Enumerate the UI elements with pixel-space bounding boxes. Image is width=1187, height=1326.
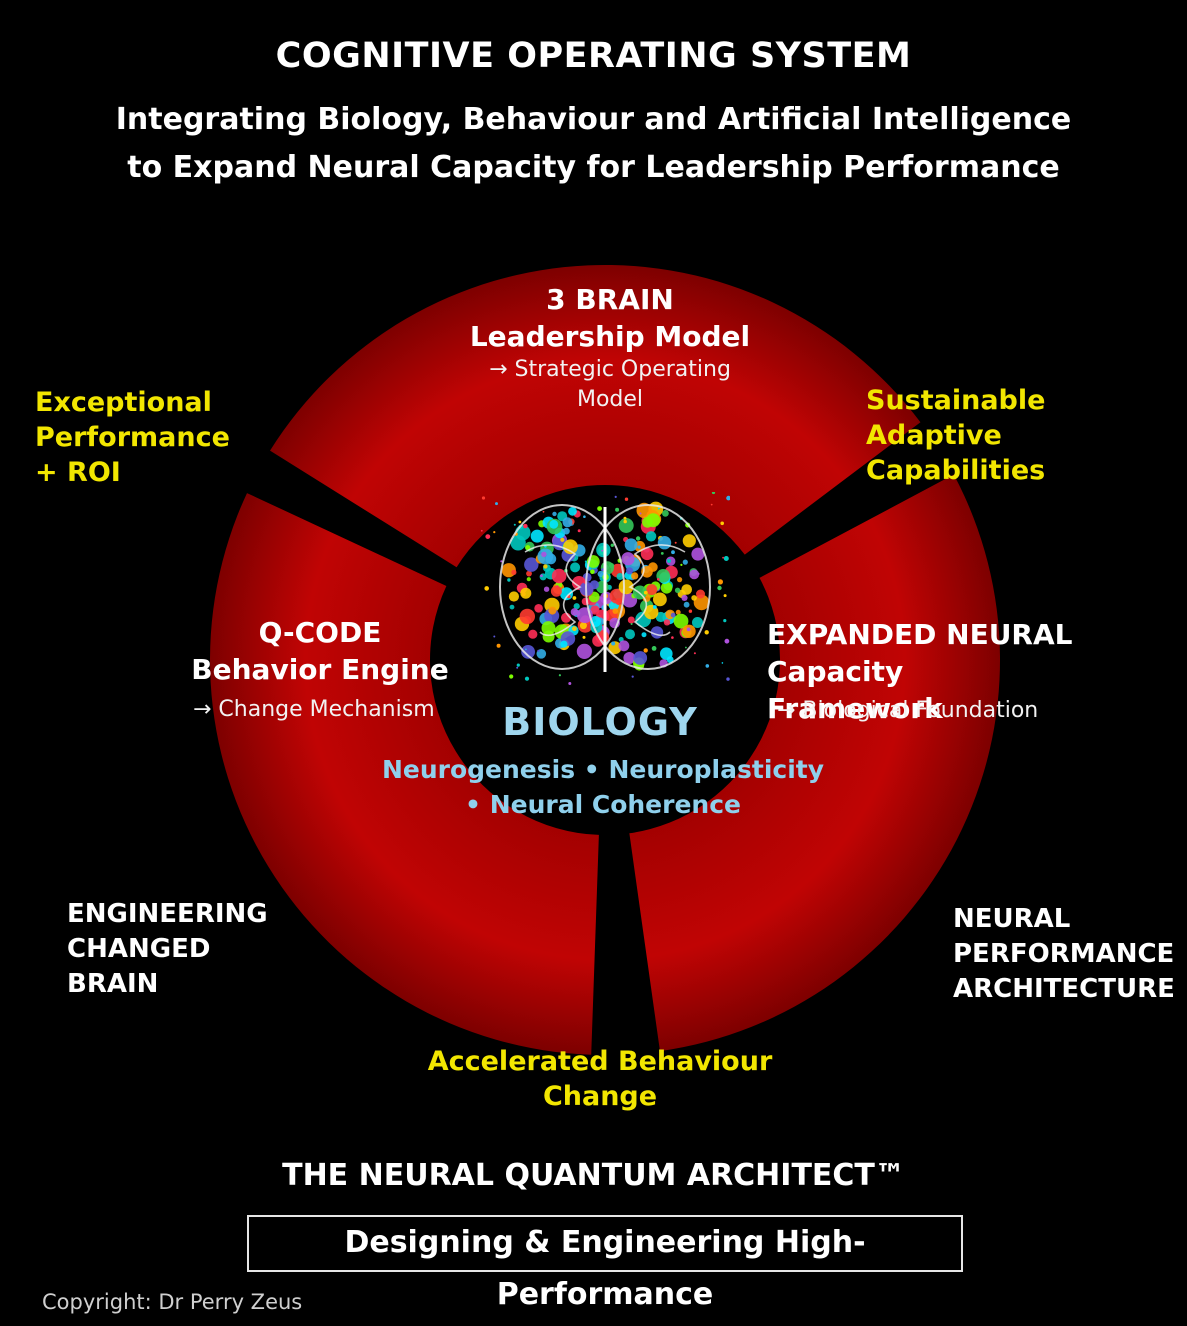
segment-right-title-line-2: Capacity Framework [767,655,943,725]
biology-subtitle: Neurogenesis • Neuroplasticity • Neural … [380,752,826,822]
ring-segment-left [210,493,599,1055]
outcome-top-right-line-1: Sustainable Adaptive [866,385,1046,451]
subtitle-line-2: to Expand Neural Capacity for Leadership… [127,150,1060,185]
outcome-bottom-line-1: Accelerated Behaviour [427,1046,773,1077]
segment-left-title-line-1: Q-CODE [258,616,382,649]
side-label-left-line-2: CHANGED [67,934,211,964]
ring-segments [210,265,1001,1055]
outcome-top-left-line-2: + ROI [35,457,121,488]
biology-title: BIOLOGY [502,700,698,744]
side-label-left-line-3: BRAIN [67,969,159,999]
outcome-bottom: Accelerated Behaviour Change [420,1044,780,1114]
side-label-right-line-1: NEURAL [953,904,1071,934]
segment-left-title: Q-CODE Behavior Engine [180,614,460,688]
segment-left-title-line-2: Behavior Engine [191,653,449,686]
ring-segment-right [629,474,1001,1052]
side-label-left-line-1: ENGINEERING [67,899,268,929]
segment-left-subtitle: → Change Mechanism [193,697,435,722]
segment-right-title: EXPANDED NEURAL Capacity Framework [767,616,1087,727]
segment-top-sub-line-2: Model [576,387,644,412]
diagram-title: COGNITIVE OPERATING SYSTEM [275,36,912,76]
segment-top-sub-line-1: → Strategic Operating [489,357,731,382]
outcome-top-left: Exceptional Performance + ROI [35,385,395,490]
segment-top-subtitle: → Strategic Operating Model [440,355,780,415]
biology-sub-line-2: • Neural Coherence [465,790,741,819]
architect-heading: THE NEURAL QUANTUM ARCHITECT™ [282,1158,905,1193]
side-label-right-line-3: ARCHITECTURE [953,974,1175,1004]
side-label-right: NEURAL PERFORMANCE ARCHITECTURE [953,902,1183,1007]
biology-sub-line-1: Neurogenesis • Neuroplasticity [381,755,825,784]
outcome-top-right-line-2: Capabilities [866,455,1046,486]
outcome-top-right: Sustainable Adaptive Capabilities [866,383,1176,488]
ring-segment-top [270,265,921,568]
side-label-right-line-2: PERFORMANCE [953,939,1175,969]
tagline-box: Designing & Engineering High-Performance [247,1215,963,1312]
segment-right-title-line-1: EXPANDED NEURAL [767,618,1073,651]
side-label-left: ENGINEERING CHANGED BRAIN [67,897,307,1002]
segment-top-title-line-1: 3 BRAIN [546,283,674,316]
segment-right-subtitle: → Biological Foundation [777,698,1039,723]
copyright-text: Copyright: Dr Perry Zeus [42,1290,303,1314]
subtitle-line-1: Integrating Biology, Behaviour and Artif… [115,102,1072,137]
segment-top-title-line-2: Leadership Model [469,320,751,353]
outcome-top-left-line-1: Exceptional Performance [35,387,230,453]
colorful-brain-icon [480,492,730,685]
outcome-bottom-line-2: Change [542,1081,658,1112]
diagram-subtitle: Integrating Biology, Behaviour and Artif… [0,96,1187,192]
segment-top-title: 3 BRAIN Leadership Model [440,281,780,355]
